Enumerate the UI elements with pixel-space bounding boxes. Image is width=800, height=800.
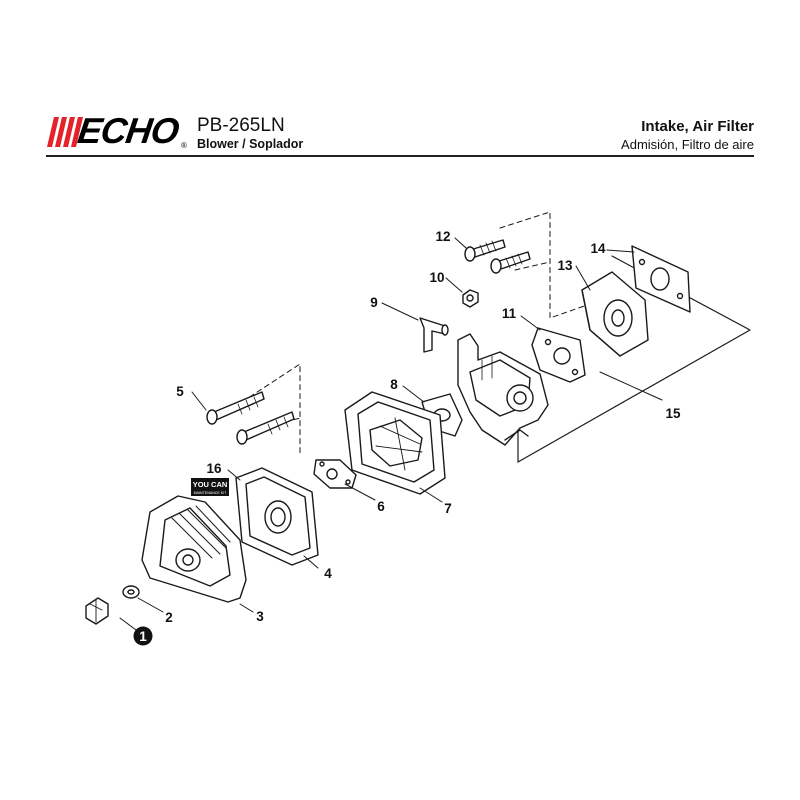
page-header: ECHO ® PB-265LN Blower / Soplador Intake… <box>0 0 800 160</box>
callout-5: 5 <box>176 384 184 399</box>
part-2-washer <box>122 585 140 599</box>
section-title: Intake, Air Filter <box>641 118 754 135</box>
product-name: Blower / Soplador <box>197 137 304 151</box>
callout-3: 3 <box>256 609 264 624</box>
part-11-gasket <box>531 327 586 383</box>
callout-14: 14 <box>590 241 606 256</box>
callout-12: 12 <box>435 229 450 244</box>
callout-11: 11 <box>502 306 517 321</box>
callout-6: 6 <box>377 499 385 514</box>
dashed-guides <box>241 211 588 456</box>
kit-badge-line2: MAINTENANCE KIT <box>194 491 228 495</box>
callout-1: 1 <box>139 629 147 644</box>
part-1-knob <box>85 597 109 625</box>
echo-logo-stripes <box>47 117 83 147</box>
section-subtitle: Admisión, Filtro de aire <box>621 137 754 152</box>
callout-2: 2 <box>165 610 173 625</box>
part-5-bolts <box>206 391 295 445</box>
callout-10: 10 <box>429 270 444 285</box>
callout-13: 13 <box>557 258 573 273</box>
part-4-air-filter <box>235 467 319 566</box>
part-14-gasket <box>631 245 691 313</box>
part-12-bolts <box>464 239 531 274</box>
part-10-nut <box>462 289 479 308</box>
registered-mark: ® <box>181 141 187 150</box>
callout-8: 8 <box>390 377 398 392</box>
callout-4: 4 <box>324 566 332 581</box>
callout-15: 15 <box>665 406 681 421</box>
kit-badge-line1: YOU CAN <box>193 480 228 489</box>
part-9-elbow-hose <box>419 317 449 353</box>
leader-lines <box>119 237 663 631</box>
part-13-insulator <box>581 271 649 357</box>
callout-9: 9 <box>370 295 378 310</box>
callout-1-circle <box>133 626 153 646</box>
part-3-air-cleaner-cover <box>141 495 247 603</box>
callout-16: 16 <box>206 461 222 476</box>
model-number: PB-265LN <box>197 115 285 136</box>
maintenance-kit-badge: YOU CAN MAINTENANCE KIT <box>191 478 229 496</box>
part-7-air-cleaner-base <box>344 391 446 495</box>
callout-labels: 1 2 3 4 5 6 7 8 9 10 11 12 13 14 15 16 <box>133 229 681 646</box>
carburetor <box>457 333 549 446</box>
part-6-choke-plate <box>313 459 357 489</box>
callout-7: 7 <box>444 501 452 516</box>
header-divider <box>46 155 754 157</box>
